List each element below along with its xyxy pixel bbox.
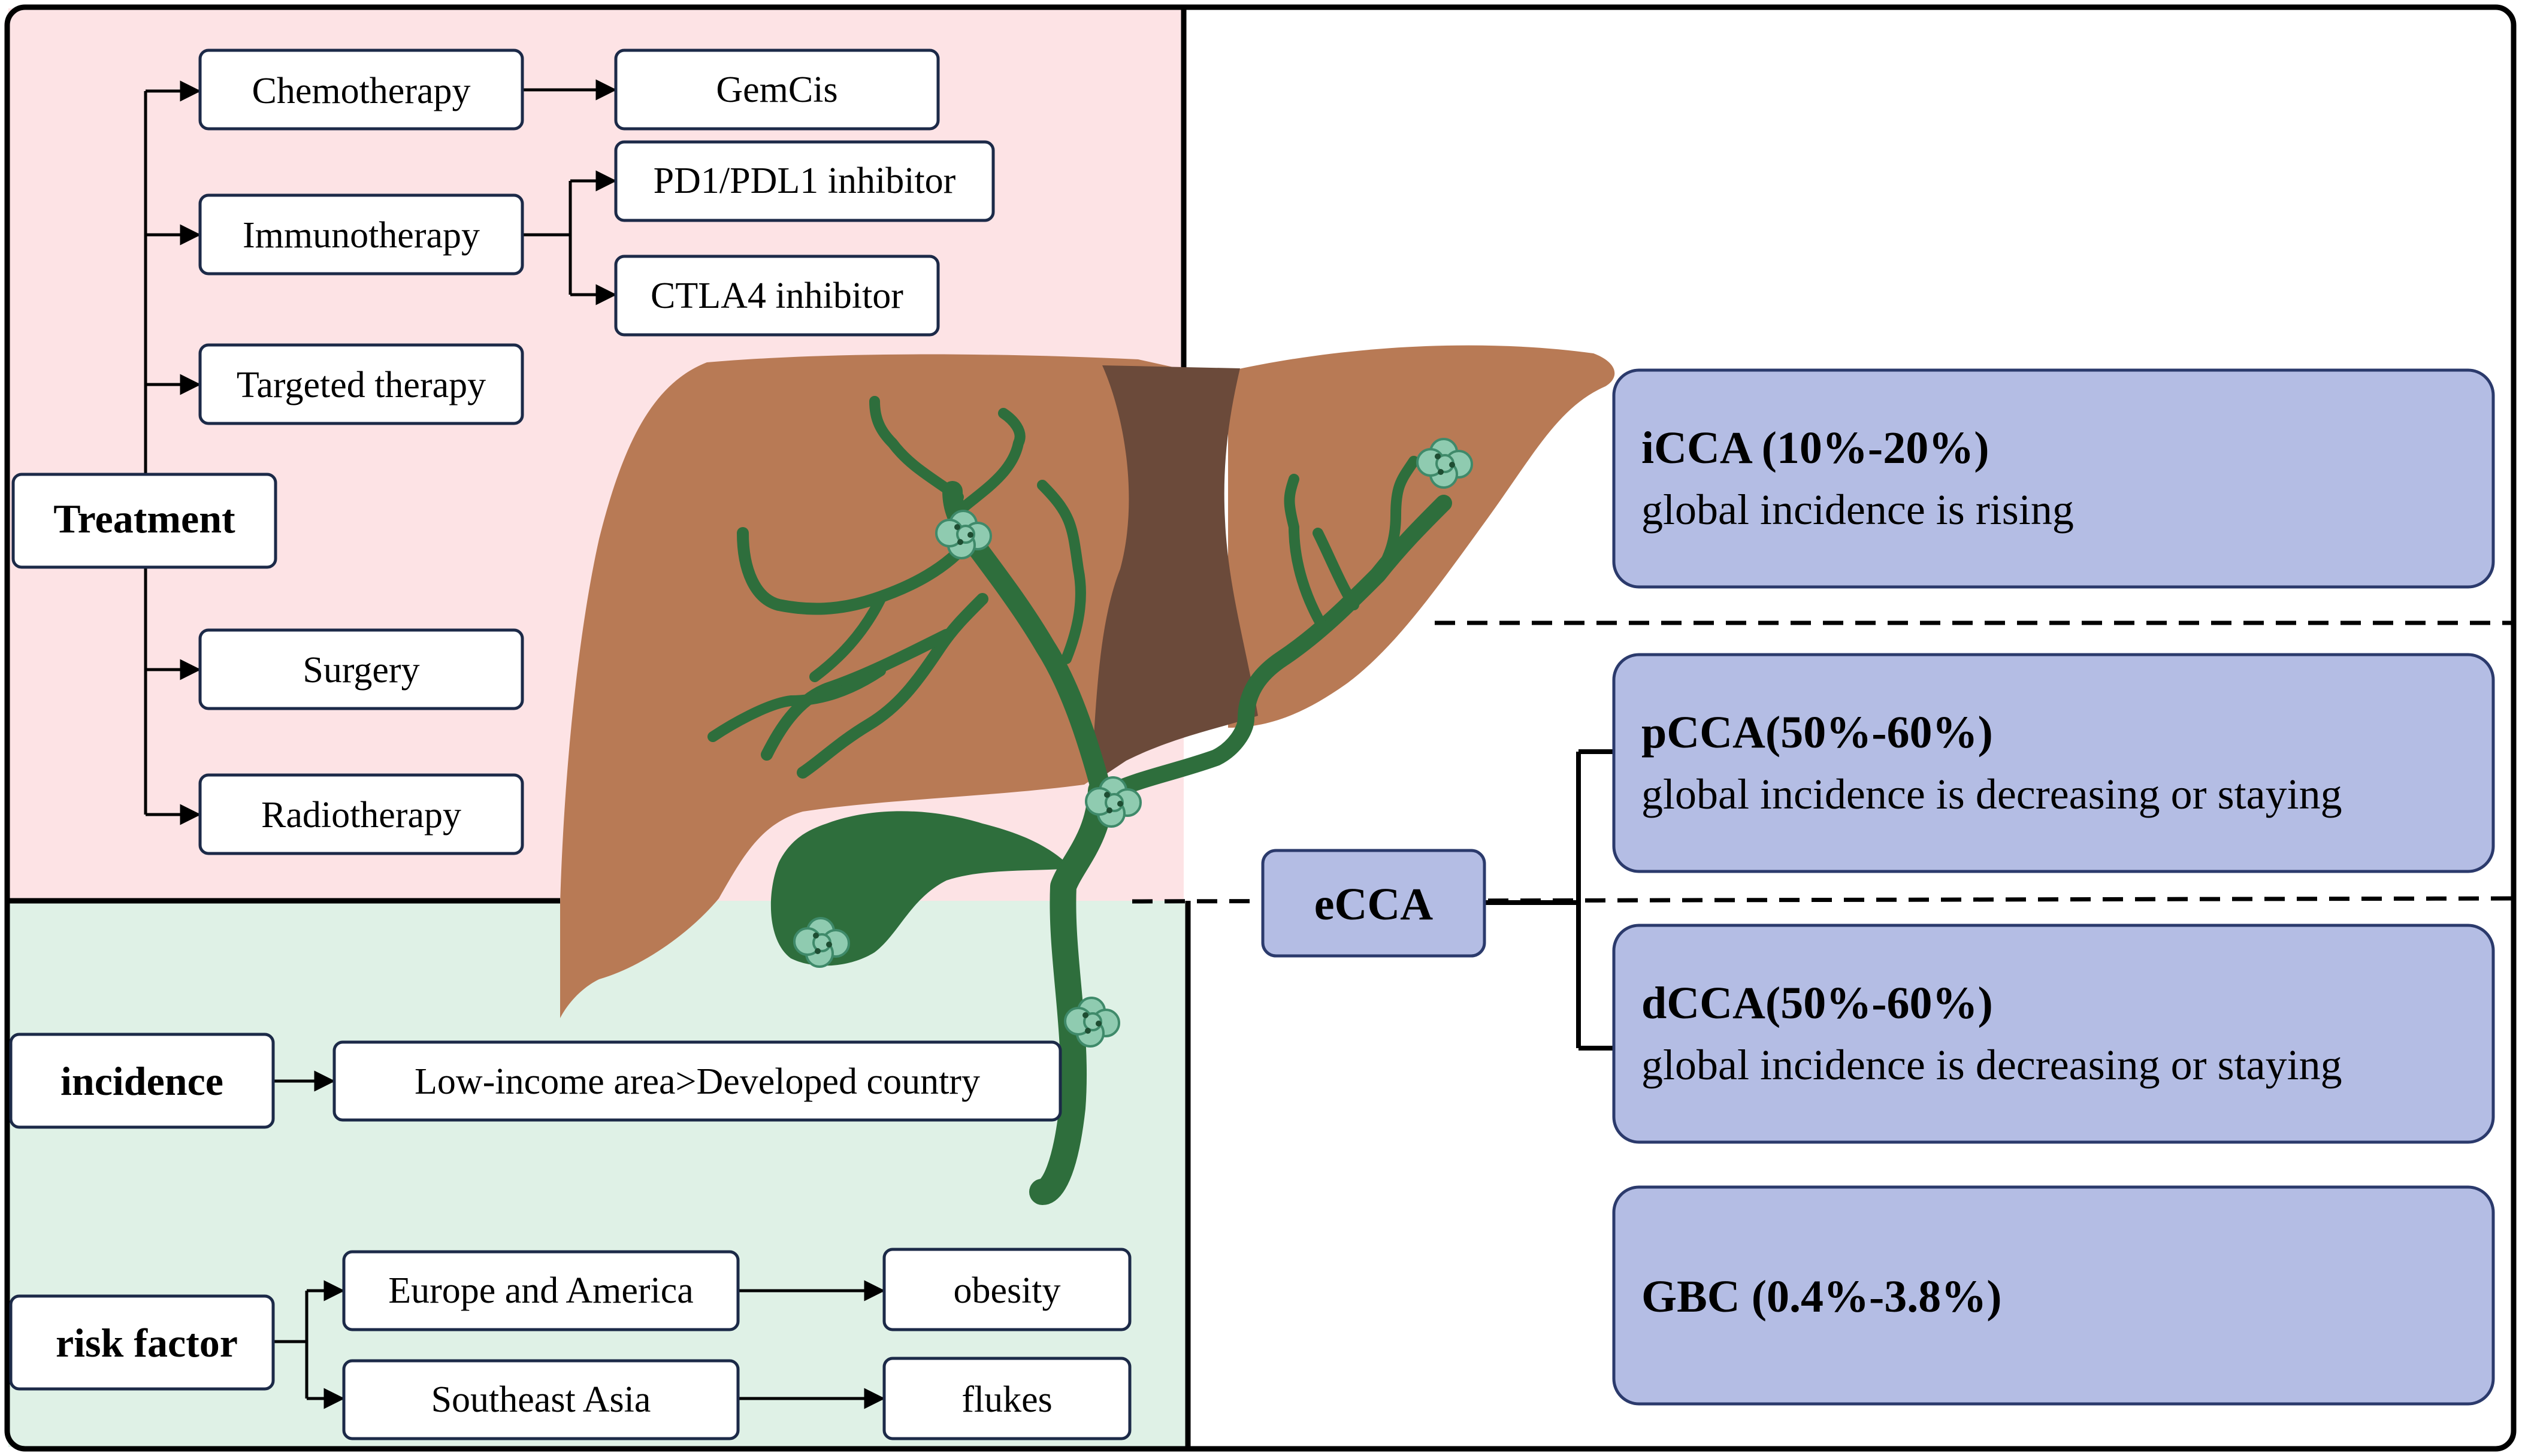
flukes-box[interactable]: flukes [882,1357,1132,1440]
left-duct-c [761,629,952,761]
surgery-label: Surgery [303,650,419,691]
liver-illustration [560,345,1615,1205]
ecca-label: eCCA [1314,879,1434,930]
risk-factor-title: risk factor [56,1320,238,1366]
treatment-root[interactable]: Treatment [11,473,277,569]
liver-right-lobe [560,354,1210,1019]
pcca-desc: global incidence is decreasing or stayin… [1641,770,2342,818]
targeted-therapy-label: Targeted therapy [237,365,486,405]
gbc-box[interactable]: GBC (0.4%-3.8%) [1612,1185,2495,1406]
europe-box[interactable]: Europe and America [342,1250,740,1331]
ctla4-box[interactable]: CTLA4 inhibitor [614,255,940,337]
targeted-therapy-box[interactable]: Targeted therapy [198,343,524,425]
icca-desc: global incidence is rising [1641,486,2074,534]
ctla4-label: CTLA4 inhibitor [651,276,903,316]
ecca-connectors [1484,749,1613,1051]
left-duct-b [797,593,988,779]
treatment-title: Treatment [53,496,235,541]
right-duct-a [1284,474,1329,634]
upper-duct-a [869,396,964,503]
right-duct-c [1313,528,1359,610]
dcca-box[interactable]: dCCA(50%-60%) global incidence is decrea… [1612,924,2495,1144]
gbc-title: GBC (0.4%-3.8%) [1641,1272,2002,1322]
pcca-box[interactable]: pCCA(50%-60%) global incidence is decrea… [1612,653,2495,873]
obesity-box[interactable]: obesity [882,1248,1132,1331]
radiotherapy-box[interactable]: Radiotherapy [198,773,524,855]
tumor-distal [1064,997,1120,1048]
tumor-dots [813,453,1455,1034]
immunotherapy-box[interactable]: Immunotherapy [198,193,524,276]
liver-ligament [1090,365,1258,785]
ecca-box[interactable]: eCCA [1261,849,1486,958]
chemotherapy-label: Chemotherapy [252,71,470,111]
incidence-title: incidence [61,1058,223,1104]
dcca-desc: global incidence is decreasing or stayin… [1641,1041,2342,1089]
gemcis-label: GemCis [716,69,837,110]
gallbladder [770,811,1072,966]
icca-box[interactable]: iCCA (10%-20%) global incidence is risin… [1612,368,2495,589]
asia-label: Southeast Asia [431,1379,651,1420]
icca-title: iCCA (10%-20%) [1641,423,1989,473]
asia-box[interactable]: Southeast Asia [342,1359,740,1440]
incidence-connectors [273,1070,885,1409]
upper-duct-c [1037,480,1086,664]
incidence-root[interactable]: incidence [9,1033,275,1129]
tumor-gallbladder [793,917,850,968]
obesity-label: obesity [953,1270,1060,1311]
dcca-title: dCCA(50%-60%) [1641,978,1993,1028]
risk-factor-root[interactable]: risk factor [9,1294,275,1391]
incidence-value-label: Low-income area>Developed country [415,1061,980,1102]
pd1-label: PD1/PDL1 inhibitor [654,161,956,201]
outer-frame [4,4,2517,1452]
chemotherapy-box[interactable]: Chemotherapy [198,49,524,131]
upper-duct-b [956,408,1026,514]
left-duct-a [737,527,976,615]
surgery-box[interactable]: Surgery [198,628,524,710]
incidence-value-box[interactable]: Low-income area>Developed country [332,1040,1062,1122]
europe-label: Europe and America [388,1270,694,1311]
left-duct-d [707,665,886,742]
common-bile-duct [1029,777,1114,1205]
immunotherapy-label: Immunotherapy [243,215,480,256]
flukes-label: flukes [961,1379,1053,1420]
left-duct-e [809,594,886,682]
radiotherapy-label: Radiotherapy [261,795,461,836]
treatment-connectors [144,79,617,825]
pd1-box[interactable]: PD1/PDL1 inhibitor [614,140,995,222]
tumors [793,438,1473,1048]
right-duct-b [1372,456,1419,580]
pcca-title: pCCA(50%-60%) [1641,707,1993,758]
gemcis-box[interactable]: GemCis [614,49,940,131]
